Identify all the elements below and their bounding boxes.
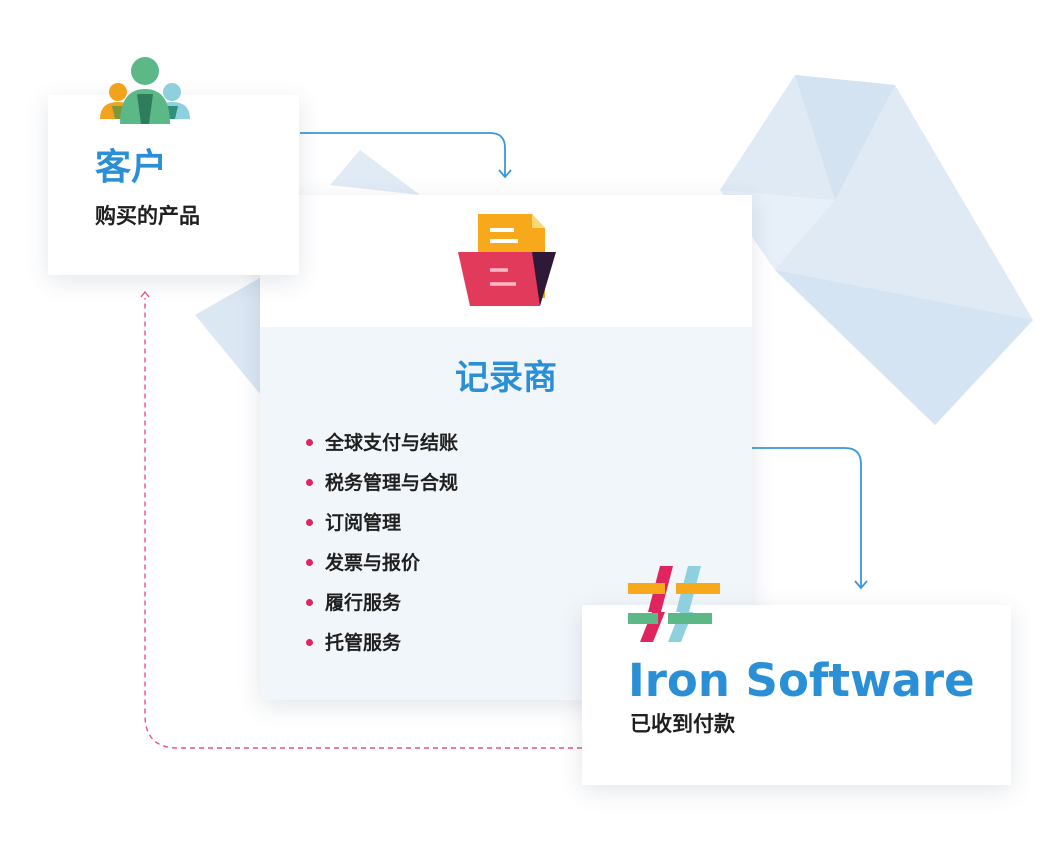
feature-item: 税务管理与合规 bbox=[305, 470, 458, 510]
bullet-dot bbox=[306, 559, 313, 566]
merchant-title: 记录商 bbox=[455, 358, 557, 398]
customer-title: 客户 bbox=[95, 147, 168, 188]
feature-item: 全球支付与结账 bbox=[305, 430, 458, 470]
bullet-dot bbox=[306, 439, 313, 446]
bullet-dot bbox=[306, 479, 313, 486]
bullet-dot bbox=[306, 599, 313, 606]
customer-card bbox=[48, 95, 299, 275]
bullet-dot bbox=[306, 519, 313, 526]
vendor-subtitle: 已收到付款 bbox=[630, 712, 735, 736]
arrow-merchant-to-vendor bbox=[752, 447, 862, 588]
merchant-feature-list: 全球支付与结账 税务管理与合规 订阅管理 发票与报价 履行服务 托管服务 bbox=[305, 430, 458, 670]
feature-item: 订阅管理 bbox=[305, 510, 458, 550]
bullet-dot bbox=[306, 639, 313, 646]
dashed-arrowhead-customer bbox=[140, 290, 150, 298]
feature-item: 托管服务 bbox=[305, 630, 458, 670]
feature-item: 履行服务 bbox=[305, 590, 458, 630]
vendor-title: Iron Software bbox=[628, 654, 975, 707]
background-triangle-right bbox=[720, 75, 1033, 425]
arrowhead-merchant bbox=[498, 169, 512, 179]
customer-subtitle: 购买的产品 bbox=[95, 204, 200, 228]
arrow-customer-to-merchant bbox=[300, 132, 506, 176]
background-triangle-left bbox=[195, 150, 420, 400]
arrowhead-vendor bbox=[854, 580, 868, 590]
feature-item: 发票与报价 bbox=[305, 550, 458, 590]
